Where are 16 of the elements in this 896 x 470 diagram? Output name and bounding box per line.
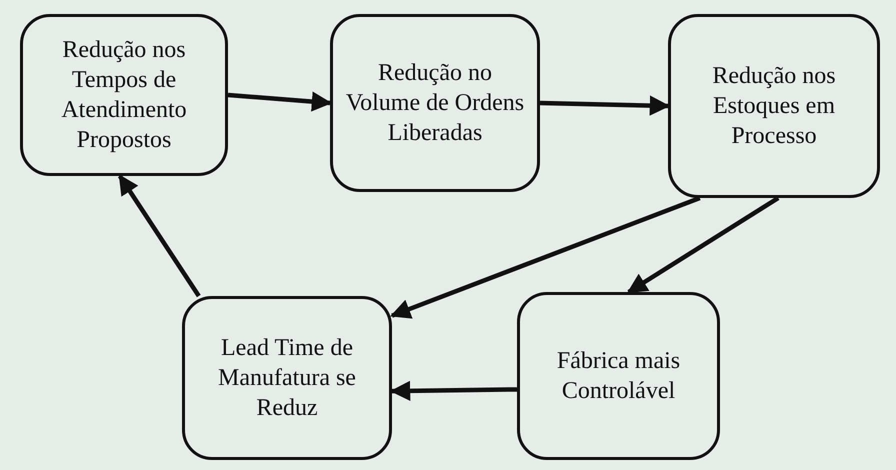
process-box xyxy=(330,14,540,192)
process-box xyxy=(517,292,720,460)
process-box xyxy=(668,14,880,198)
process-box xyxy=(20,14,228,176)
arrow xyxy=(390,380,518,401)
arrow xyxy=(540,95,670,116)
box-label: Lead Time de Manufatura se Reduz xyxy=(217,334,357,423)
arrow xyxy=(118,174,201,298)
process-box xyxy=(182,296,392,460)
box-label: Redução no Volume de Ordens Liberadas xyxy=(344,59,526,148)
box-label: Redução nos Estoques em Processo xyxy=(711,62,837,151)
box-label: Fábrica mais Controlável xyxy=(556,347,682,406)
arrow xyxy=(228,91,332,112)
arrow xyxy=(626,196,780,294)
box-label: Redução nos Tempos de Atendimento Propostos xyxy=(60,36,188,155)
arrow xyxy=(390,196,701,319)
